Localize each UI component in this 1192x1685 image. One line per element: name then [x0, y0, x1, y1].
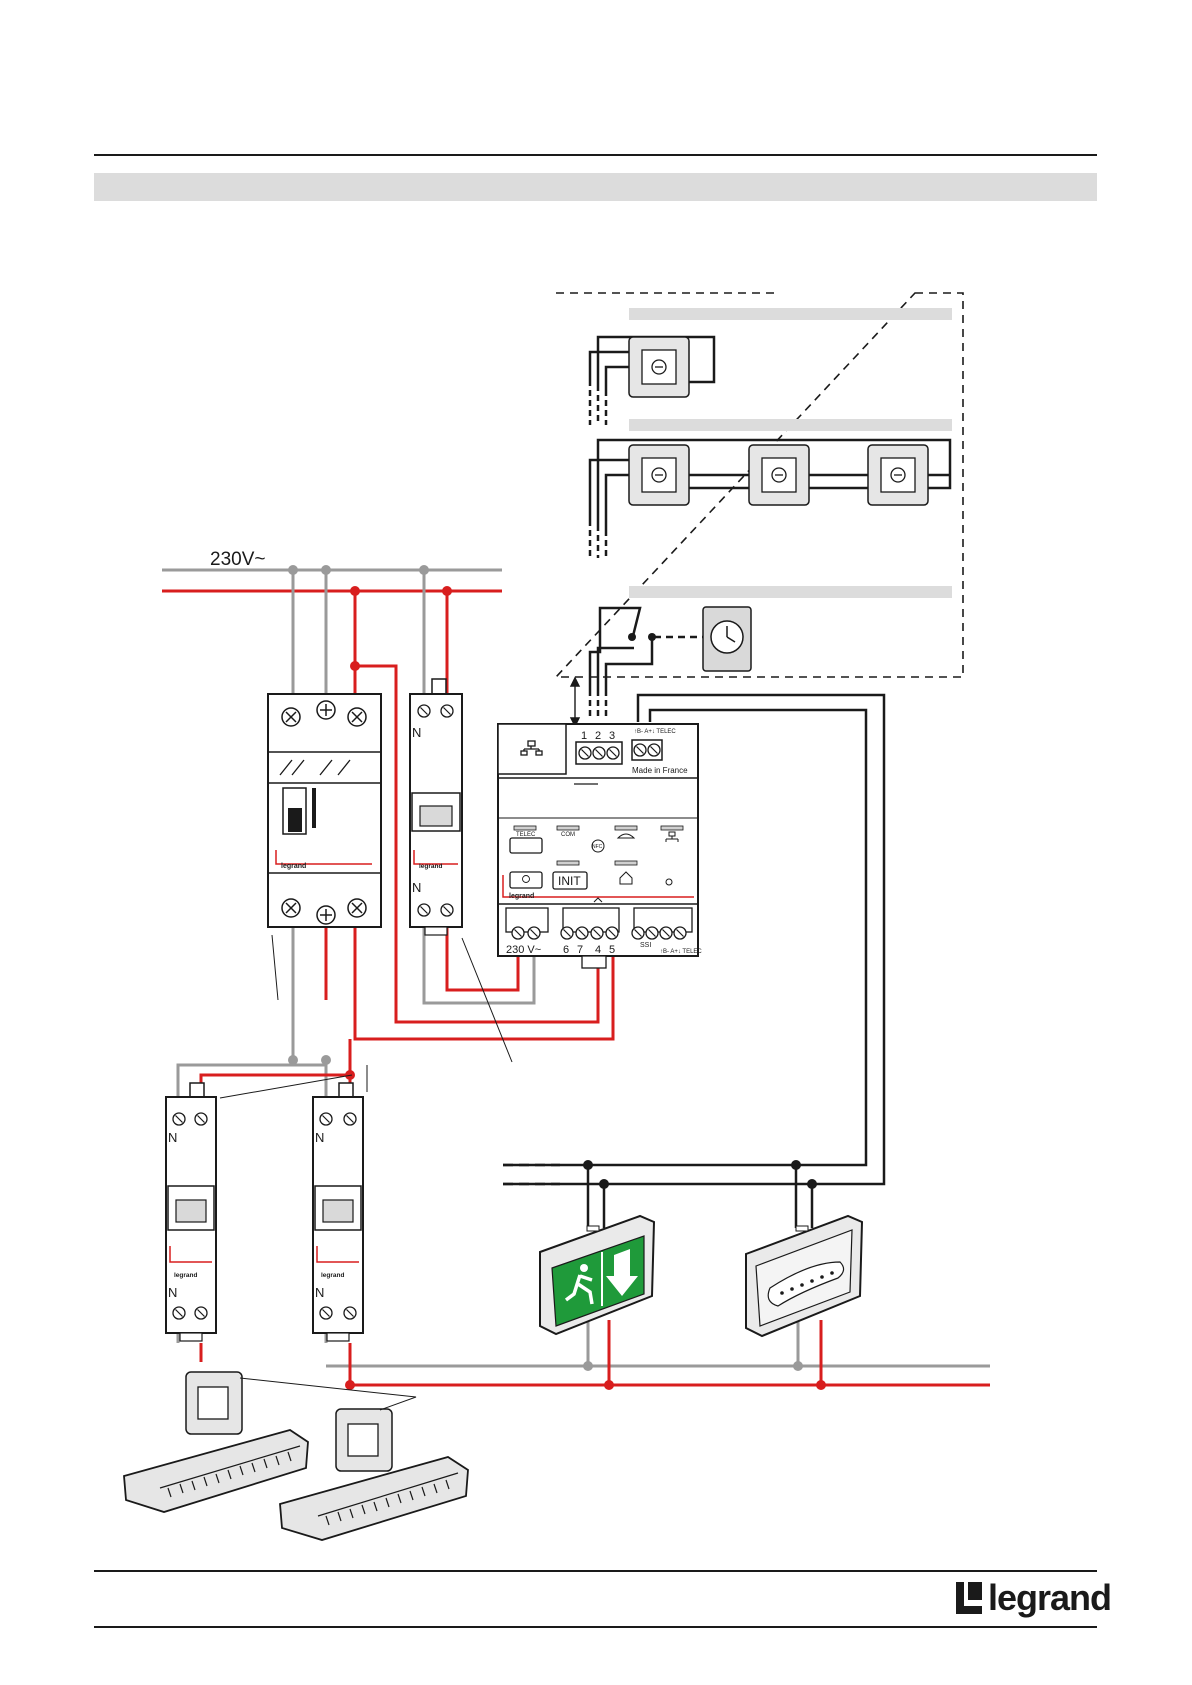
footer-brand-text: legrand [988, 1577, 1111, 1619]
cu-made-in: Made in France [632, 766, 688, 775]
time-switch [703, 607, 751, 671]
cu-light-button [510, 872, 542, 888]
footer-rule-top [94, 1570, 1097, 1572]
legrand-logo-icon [956, 1582, 982, 1614]
breaker-1-n-top: N [168, 1130, 177, 1145]
luminaire-1 [124, 1430, 308, 1512]
push-button-3 [868, 445, 928, 505]
cu-brand: legrand [509, 893, 534, 900]
cu-terminal-3: 3 [609, 730, 615, 742]
light-switch-1 [186, 1372, 242, 1434]
cu-telec-bottom: ↑B- A+↓ TELEC [660, 949, 702, 955]
central-unit: 1 2 3 ↑B- A+↓ TELEC Made in France TELEC… [498, 724, 702, 968]
distance-arrow [571, 678, 579, 726]
time-switch-bus [590, 608, 704, 720]
breaker-lighting-1: N legrand N [166, 1083, 216, 1341]
cu-telec-top: ↑B- A+↓ TELEC [634, 729, 676, 735]
breaker-1-brand: legrand [174, 1272, 198, 1279]
push-button-single [629, 337, 689, 397]
breaker-1-n-bottom: N [168, 1285, 177, 1300]
breaker-lighting-2: N legrand N [313, 1083, 363, 1341]
rcd-brand: legrand [281, 863, 306, 870]
emergency-luminaire [746, 1216, 862, 1336]
footer-brand: legrand [956, 1578, 1111, 1618]
footer-rule-bottom [94, 1626, 1097, 1628]
breaker-2-brand: legrand [321, 1272, 345, 1279]
breaker-central-n-top: N [412, 725, 421, 740]
cu-terminal-4: 4 [595, 944, 601, 956]
exit-sign [540, 1216, 654, 1334]
supply-label: 230V~ [210, 549, 265, 570]
breaker-central-brand: legrand [419, 863, 443, 870]
breaker-central: N legrand N [410, 679, 462, 935]
cu-btn-telec-label: TELEC [516, 832, 536, 838]
breaker-central-n-bottom: N [412, 880, 421, 895]
cu-power-label: 230 V~ [506, 944, 541, 956]
residual-current-device: legrand [268, 694, 381, 927]
cu-btn-com-label: COM [561, 832, 575, 838]
cu-terminal-5: 5 [609, 944, 615, 956]
cu-terminal-1: 1 [581, 730, 587, 742]
cu-telec-button [510, 838, 542, 853]
push-button-2 [749, 445, 809, 505]
breaker-2-n-top: N [315, 1130, 324, 1145]
breaker-2-n-bottom: N [315, 1285, 324, 1300]
light-switch-2 [336, 1409, 392, 1471]
cu-nfc-label: NFC [592, 844, 603, 850]
cu-terminal-7: 7 [577, 944, 583, 956]
remote-control-area [556, 293, 963, 720]
cu-init-label: INIT [558, 874, 581, 888]
push-button-1 [629, 445, 689, 505]
cu-ssi-label: SSI [640, 942, 651, 949]
cu-terminal-6: 6 [563, 944, 569, 956]
cu-terminal-2: 2 [595, 730, 601, 742]
